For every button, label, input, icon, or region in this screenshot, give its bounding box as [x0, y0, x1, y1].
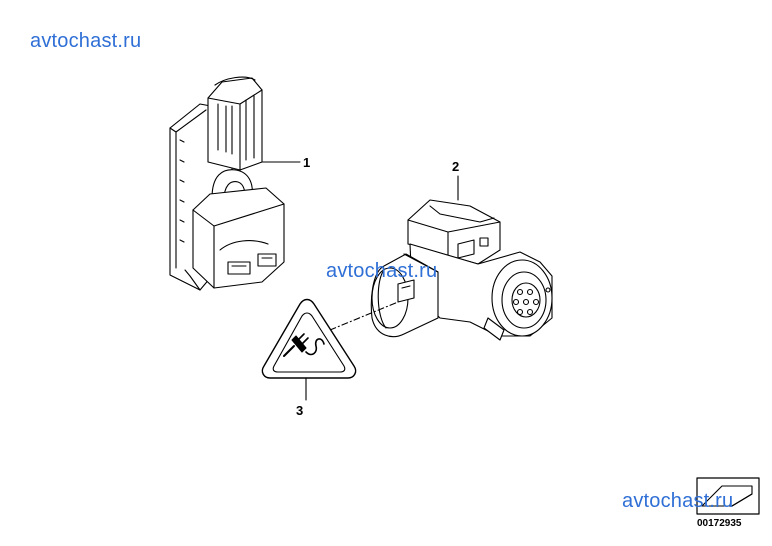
callout-part-2: 2 [452, 159, 460, 174]
part-2-pdc-sensor [370, 199, 553, 341]
watermark-text: avtochast.ru [622, 490, 734, 512]
callout-part-3: 3 [296, 403, 304, 418]
part-3-warning-symbol [261, 298, 357, 379]
connection-dashed-line [329, 301, 399, 331]
part-1-sensor-connector [169, 76, 285, 291]
watermark-text: avtochast.ru [326, 260, 438, 282]
watermark-text: avtochast.ru [30, 30, 142, 52]
callout-part-1: 1 [303, 155, 311, 170]
diagram-number: 00172935 [697, 518, 742, 529]
diagram-marker-icon [696, 477, 760, 515]
